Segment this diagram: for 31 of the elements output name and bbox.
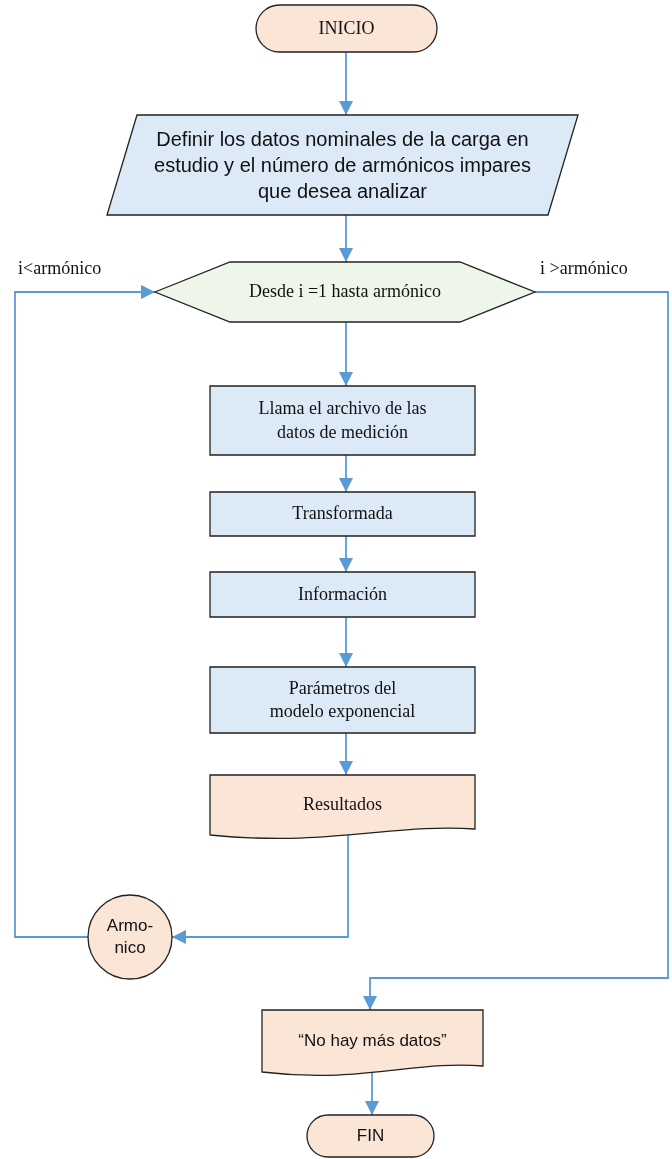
node-text: Llama el archivo de las datos de medición <box>257 397 428 444</box>
node-text: INICIO <box>317 16 376 40</box>
node-text: Resultados <box>302 793 383 817</box>
input-parallelogram <box>107 115 578 215</box>
connector-circle <box>88 895 172 979</box>
arrow <box>338 321 354 387</box>
arrow <box>338 616 354 668</box>
terminal-shape <box>256 5 437 52</box>
arrow <box>364 1071 380 1116</box>
arrow <box>171 834 349 945</box>
node-text: Información <box>297 582 388 606</box>
node-text: Transformada <box>291 502 394 526</box>
node-text: Desde i =1 hasta armónico <box>247 280 443 304</box>
node-text: Armo- nico <box>105 914 155 959</box>
node-text: Parámetros del modelo exponencial <box>268 676 417 723</box>
process-box <box>210 492 475 536</box>
loop-hexagon <box>155 262 535 322</box>
node-text: Definir los datos nominales de la carga en estudio y el número de armónicos impares que desea analizar <box>153 127 532 204</box>
process-box <box>210 667 475 733</box>
arrow <box>14 284 156 938</box>
node-text: FIN <box>355 1124 386 1147</box>
arrow <box>362 291 669 1011</box>
arrow <box>338 535 354 573</box>
terminal-shape <box>307 1115 434 1157</box>
arrow <box>338 454 354 493</box>
arrow <box>338 51 354 116</box>
node-text: “No hay más datos” <box>297 1029 448 1052</box>
arrow <box>338 732 354 776</box>
arrow <box>338 214 354 263</box>
process-box <box>210 386 475 455</box>
process-box <box>210 572 475 617</box>
